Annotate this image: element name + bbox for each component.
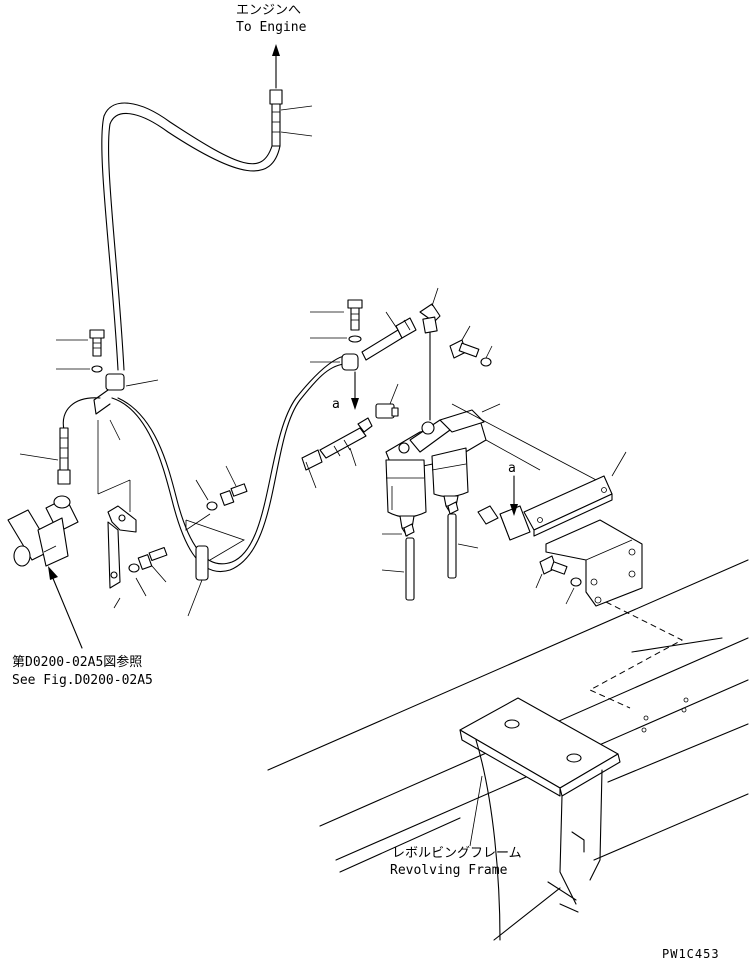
drain-fitting-right (447, 501, 459, 515)
left-flex-hose (19, 427, 71, 485)
dashed-mount-leader (588, 601, 684, 709)
upper-bolt (310, 299, 363, 331)
filter-bowl-left (385, 459, 427, 537)
left-bracket (97, 419, 137, 589)
left-washer (56, 365, 103, 373)
middle-bolt (195, 465, 248, 511)
upper-hose-clamp (310, 353, 359, 371)
left-hose-clamp (93, 373, 159, 415)
callout-a-right: a (508, 461, 516, 476)
callout-arrow-a-left (351, 371, 359, 410)
filter-hose (301, 417, 373, 489)
engine-label-en: To Engine (236, 20, 307, 35)
filter-mounting-bracket (523, 451, 643, 607)
drain-tube-left (381, 537, 415, 601)
hose-adapter (361, 311, 417, 361)
to-engine-arrow (272, 44, 280, 89)
left-tee-fitting (7, 495, 79, 567)
ref-label-en: See Fig.D0200-02A5 (12, 673, 153, 688)
engine-label-jp: エンジンへ (236, 3, 301, 18)
drawing-code: PW1C453 (662, 947, 720, 961)
fuel-hose-main (101, 102, 281, 371)
callout-arrow-a-right (510, 475, 518, 516)
side-elbow-fitting (375, 383, 399, 419)
left-bolt (56, 329, 105, 357)
drain-fitting-left (382, 523, 415, 537)
engine-hose-fitting (269, 89, 313, 147)
middle-clamp (185, 513, 245, 617)
bracket-nut (477, 505, 531, 541)
frame-leader-line (469, 775, 483, 847)
filter-bracket-lines (451, 403, 601, 483)
callout-a-left: a (332, 397, 340, 412)
drain-tube-right (447, 513, 479, 579)
left-bracket-bolt (113, 546, 168, 609)
upper-washer (310, 335, 362, 343)
frame-label-jp: レボルビングフレーム (392, 846, 522, 861)
right-bolt (449, 325, 493, 367)
ref-label-jp: 第D0200-02A5図参照 (12, 654, 142, 670)
hose-branch-loop (62, 355, 345, 573)
revolving-frame (267, 559, 749, 941)
filter-head (385, 403, 501, 473)
bracket-bolt (535, 555, 582, 605)
elbow-fitting-top (419, 287, 441, 421)
frame-label-en: Revolving Frame (390, 863, 508, 878)
filter-bowl-right (431, 447, 469, 515)
reference-arrow (48, 566, 83, 649)
